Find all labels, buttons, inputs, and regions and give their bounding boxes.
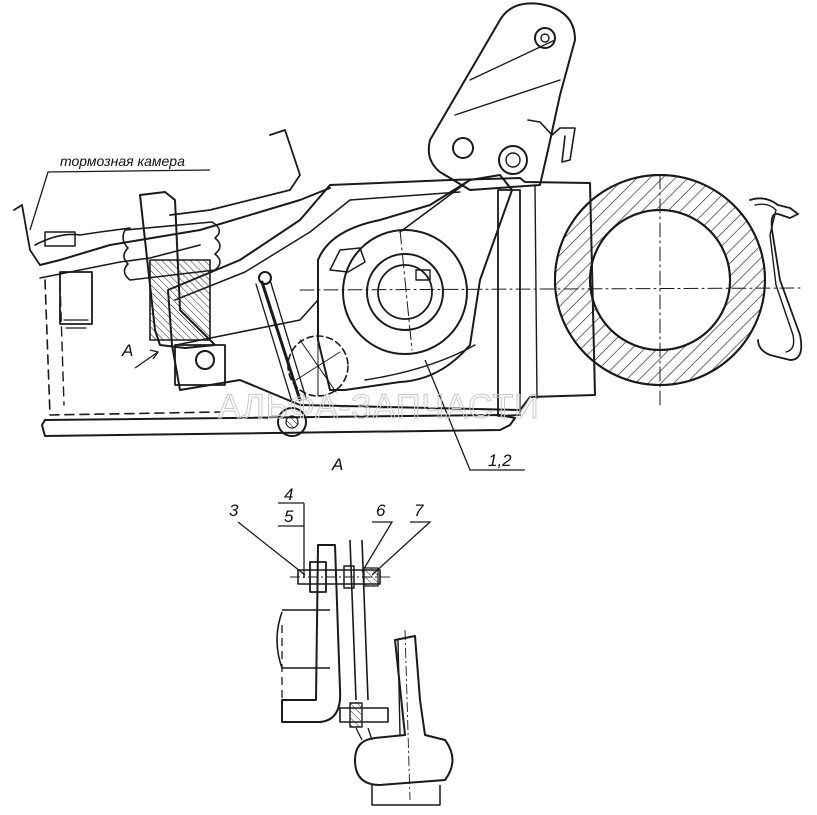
bracket-inner-line: [174, 191, 461, 301]
worm-gear-hub: [366, 253, 444, 331]
fork-block: [174, 344, 226, 386]
rod-top-ball: [258, 271, 272, 285]
leader-7: [371, 521, 432, 576]
view-section-title: A: [331, 455, 343, 474]
detail-lever: [354, 635, 454, 786]
upper-lever-rib-2: [454, 79, 561, 116]
chamber-bracket-2: [39, 244, 201, 279]
plate-right-edge: [534, 185, 538, 399]
bellows: [122, 221, 221, 281]
detail-lower-pin: [339, 707, 389, 723]
leader-brake-chamber: [29, 169, 211, 231]
chamber-lug: [44, 231, 76, 247]
rod-bottom-joint: [277, 407, 307, 437]
chamber-diaphragm: [34, 227, 131, 246]
detail-bracket-lower: [276, 609, 330, 669]
chamber-stud-thread: [63, 319, 89, 329]
worm-gear-ring: [342, 229, 468, 355]
detail-lower-rod: [355, 727, 373, 741]
centerline-horizontal: [299, 287, 801, 291]
detail-lever-center: [404, 629, 411, 801]
part-label-3: 3: [229, 501, 239, 520]
part-label-4: 4: [284, 485, 293, 504]
frame-base: [41, 414, 516, 437]
upper-lever-rib: [469, 39, 556, 81]
slack-adjuster-body: [317, 174, 513, 391]
detail-bracket-plate: [281, 544, 342, 723]
chamber-stud: [59, 271, 93, 325]
part-label-1-2: 1,2: [488, 451, 512, 470]
part-label-5: 5: [284, 507, 294, 526]
rod-bottom-joint-core: [285, 415, 299, 429]
upper-pivot-hole-inner: [540, 33, 550, 43]
view-arrow-A-head: [149, 349, 160, 360]
callout-leaders: [29, 169, 525, 578]
adjuster-cover: [329, 247, 366, 273]
centerline-vertical-gear: [399, 229, 413, 351]
upper-pivot-hole: [534, 27, 556, 49]
adjusting-rod: [260, 280, 302, 402]
chamber-flange: [13, 204, 41, 266]
top-sheet-bracket: [169, 129, 301, 216]
lever-hole-right-inner: [505, 152, 521, 168]
lever-hole-left: [452, 137, 474, 159]
chamber-bracket: [39, 187, 331, 266]
upper-lever-arm: [427, 2, 576, 191]
leader-1-2: [424, 359, 525, 471]
leader-3: [237, 521, 306, 576]
leader-6: [361, 521, 394, 573]
return-spring-wire-inner: [754, 203, 795, 353]
lever-hole-right: [498, 145, 528, 175]
part-label-7: 7: [414, 501, 424, 520]
hidden-contour-left: [44, 279, 221, 416]
adjuster-lever-strap: [399, 179, 471, 233]
view-arrow-A: [134, 351, 159, 369]
leader-4-5-bracket: [278, 502, 305, 578]
worm-gear-bore: [377, 264, 433, 320]
detail-base: [371, 785, 441, 806]
detail-rod: [349, 539, 369, 701]
spring-clip: [527, 119, 576, 163]
view-arrow-label: A: [121, 341, 133, 360]
detail-lower-pin-head: [349, 702, 363, 728]
keyway: [415, 269, 431, 281]
labels: тормозная камера A 1,2 A 3 4 5 6 7 АЛЬФА…: [60, 153, 540, 526]
control-gear-spokes: [295, 335, 341, 397]
adjusting-rod-outline: [255, 279, 307, 403]
detail-lever-edge: [397, 639, 401, 736]
drum-outer: [554, 174, 766, 386]
brake-chamber-callout: тормозная камера: [60, 153, 185, 169]
bracket-body: [167, 177, 596, 411]
part-label-6: 6: [376, 501, 386, 520]
adjuster-lower-arc: [364, 344, 476, 381]
vertical-plate: [497, 189, 521, 417]
watermark: АЛЬФА-ЗАПЧАСТИ: [218, 388, 540, 426]
drum-inner: [589, 209, 731, 351]
fork-pin-hole: [195, 350, 215, 370]
return-spring-wire: [749, 197, 803, 361]
main-assembly-view: [13, 2, 803, 437]
detail-view-A: [276, 539, 454, 806]
